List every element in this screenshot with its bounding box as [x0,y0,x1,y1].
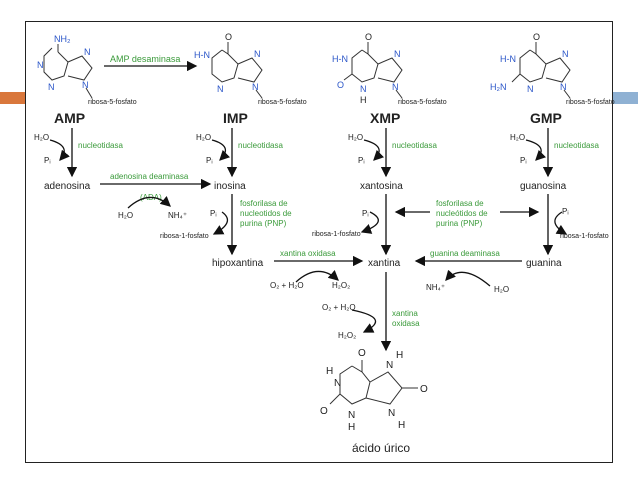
xmp-h-label: H [360,95,367,105]
xo-bottom-h2o2-label: H₂O₂ [338,331,356,340]
uric-o3-label: O [420,384,428,395]
guanina-label: guanina [526,258,562,269]
pnp-right-line3: purina (PNP) [436,219,483,228]
xo-bottom-line1: xantina [392,309,418,318]
pnp-right-ribosa-label: ribosa-1-fosfato [560,233,609,240]
amp-ribose-label: ribosa-5-fosfato [88,99,137,106]
ada-h2o-label: H₂O [118,211,133,220]
xmp-structure: O H-N O N H N N ribosa-5-fosfato [332,32,447,106]
gmp-o-label: O [533,32,540,42]
left-accent-bar [0,92,25,104]
amp-structure: NH₂ N N N N ribosa-5-fosfato [37,34,137,106]
xo-bottom-line2: oxidasa [392,319,420,328]
xantina-label: xantina [368,258,401,269]
xmp-ribose-label: ribosa-5-fosfato [398,99,447,106]
pnp-left-line1: fosforilasa de [240,199,288,208]
pnp-left-line2: nucleotidos de [240,209,292,218]
uric-h7-label: H [396,350,403,361]
uric-h3-label: H [348,422,355,433]
uric-n9-label: N [388,408,395,419]
imp-n3-label: N [217,84,224,94]
amp-pi-label: Pᵢ [44,156,51,165]
imp-ribose-label: ribosa-5-fosfato [258,99,307,106]
xantosina-label: xantosina [360,181,403,192]
amp-h2o-label: H₂O [34,133,49,142]
pnp-left-line3: purina (PNP) [240,219,287,228]
hipoxantina-label: hipoxantina [212,258,264,269]
pnp-right-line2: nucleótidos de [436,209,488,218]
gmp-ribose-label: ribosa-5-fosfato [566,99,615,106]
pnp-right-line1: fosforilasa de [436,199,484,208]
xmp-h2o-label: H₂O [348,133,363,142]
xmp-hn-label: H-N [332,54,348,64]
uric-o2-label: O [320,406,328,417]
uric-n7-label: N [386,360,393,371]
gmp-nucleotidasa-label: nucleotidasa [554,141,599,150]
gd-nh4-label: NH₄⁺ [426,283,445,292]
gd-h2o-label: H₂O [494,285,509,294]
adenosina-label: adenosina [44,181,91,192]
gmp-label: GMP [530,110,562,126]
ada-nh4-label: NH₄⁺ [168,211,187,220]
uric-h9-label: H [398,420,405,431]
amp-label: AMP [54,110,85,126]
imp-structure: O H-N N N N ribosa-5-fosfato [194,32,307,106]
gmp-pi-label: Pᵢ [520,156,527,165]
uric-n1-label: N [334,378,341,389]
inosina-label: inosina [214,181,246,192]
adenosina-deaminasa-label: adenosina deaminasa [110,172,189,181]
imp-pi-label: Pᵢ [206,156,213,165]
xmp-label: XMP [370,110,400,126]
amp-nh2-label: NH₂ [54,34,71,44]
xmp-o2-label: O [337,80,344,90]
uric-acid-structure: O H N O N H N H O N H [320,348,428,433]
xmp-o1-label: O [365,32,372,42]
pnp-mid-pi-label: Pᵢ [362,209,369,218]
xmp-n7-label: N [394,49,401,59]
right-accent-bar [613,92,638,104]
xo-top-o2-label: O₂ + H₂O [270,281,304,290]
imp-label: IMP [223,110,248,126]
uric-h1-label: H [326,366,333,377]
xmp-n9-label: N [392,82,399,92]
gmp-n3-label: N [527,84,534,94]
xo-top-label: xantina oxidasa [280,249,336,258]
pnp-left-pi-label: Pᵢ [210,209,217,218]
gmp-h2n-label: H₂N [490,82,507,92]
imp-n7-label: N [254,49,261,59]
xmp-nucleotidasa-label: nucleotidasa [392,141,437,150]
amp-n9-label: N [82,80,89,90]
gmp-n7-label: N [562,49,569,59]
amp-n3-label: N [48,82,55,92]
gmp-hn-label: H-N [500,54,516,64]
xmp-n3-label: N [360,84,367,94]
xo-bottom-o2-label: O₂ + H₂O [322,303,356,312]
pnp-mid-ribosa-label: ribosa-1-fosfato [312,231,361,238]
guanosina-label: guanosina [520,181,567,192]
gmp-h2o-label: H₂O [510,133,525,142]
uric-o1-label: O [358,348,366,359]
imp-o-label: O [225,32,232,42]
gmp-n9-label: N [560,82,567,92]
pnp-right-pi-label: Pᵢ [562,207,569,216]
gmp-structure: O H-N H₂N N N N ribosa-5-fosfato [490,32,615,106]
pnp-left-ribosa-label: ribosa-1-fosfato [160,233,209,240]
imp-nucleotidasa-label: nucleotidasa [238,141,283,150]
acido-urico-label: ácido úrico [352,441,410,455]
diagram-frame [25,21,613,463]
imp-h2o-label: H₂O [196,133,211,142]
amp-n1-label: N [37,60,44,70]
imp-hn-label: H-N [194,50,210,60]
imp-n9-label: N [252,82,259,92]
amp-nucleotidasa-label: nucleotidasa [78,141,123,150]
xmp-pi-label: Pᵢ [358,156,365,165]
uric-n3-label: N [348,410,355,421]
xo-top-h2o2-label: H₂O₂ [332,281,350,290]
amp-n7-label: N [84,47,91,57]
guanina-deaminasa-label: guanina deaminasa [430,249,500,258]
amp-desaminasa-label: AMP desaminasa [110,54,180,64]
